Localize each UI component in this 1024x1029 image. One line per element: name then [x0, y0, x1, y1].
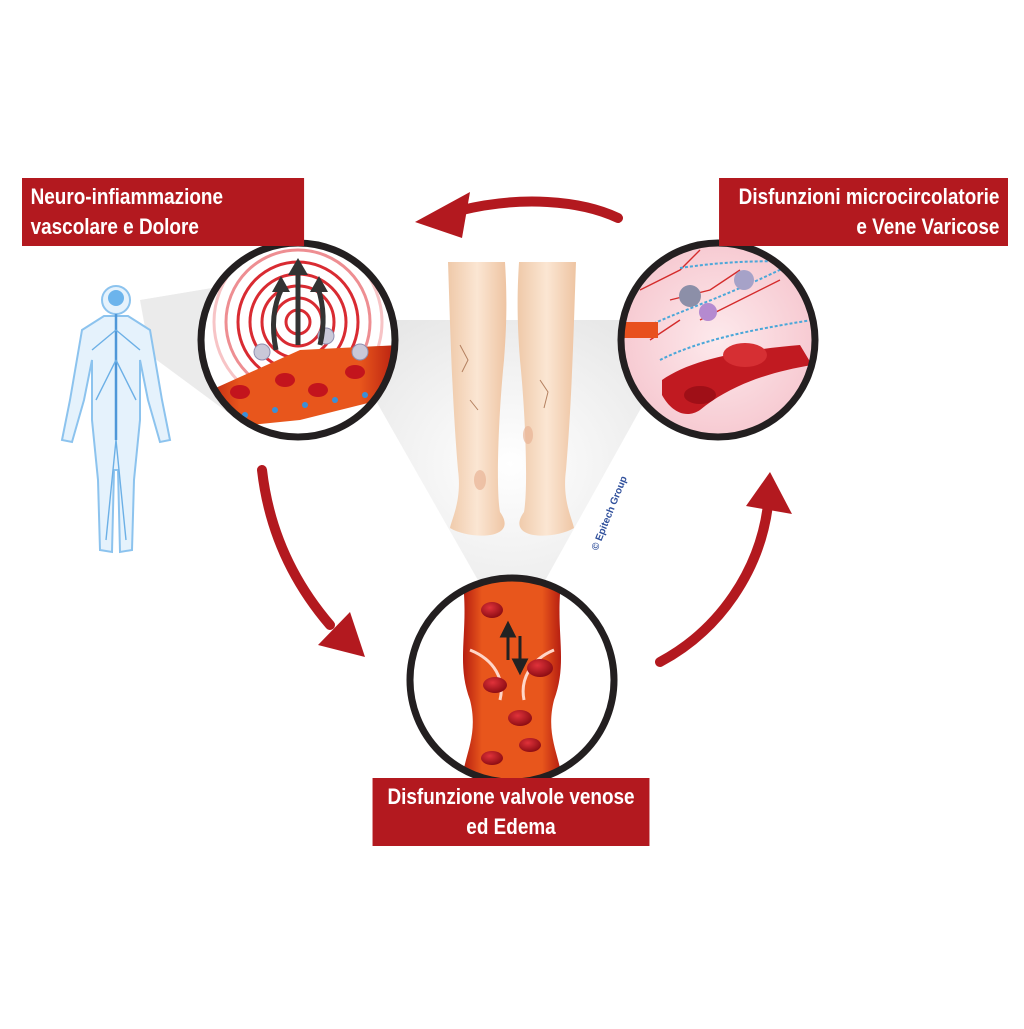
label-microcirculation: Disfunzioni microcircolatorie e Vene Var…: [719, 178, 1008, 246]
curved-arrow-icon: [257, 196, 773, 667]
neuro-inflammation-circle: [197, 239, 399, 441]
venous-valve-circle: [406, 574, 618, 786]
label-micro-line2: e Vene Varicose: [856, 214, 1000, 239]
label-valve-line1: Disfunzione valvole venose: [387, 784, 635, 809]
label-venous-valves: Disfunzione valvole venose ed Edema: [372, 778, 650, 846]
label-valve-line2: ed Edema: [466, 814, 556, 839]
label-neuro-inflammation: Neuro-infiammazione vascolare e Dolore: [22, 178, 305, 246]
microcirculation-circle: [617, 239, 819, 441]
label-neuro-line1: Neuro-infiammazione: [30, 184, 223, 209]
label-neuro-line2: vascolare e Dolore: [30, 214, 199, 239]
center-triangle: [330, 320, 690, 640]
legs-back-view-icon: [448, 262, 576, 536]
arrowhead-icon: [318, 192, 792, 657]
label-micro-line1: Disfunzioni microcircolatorie: [738, 184, 1000, 209]
human-nervous-system-icon: [60, 285, 172, 554]
